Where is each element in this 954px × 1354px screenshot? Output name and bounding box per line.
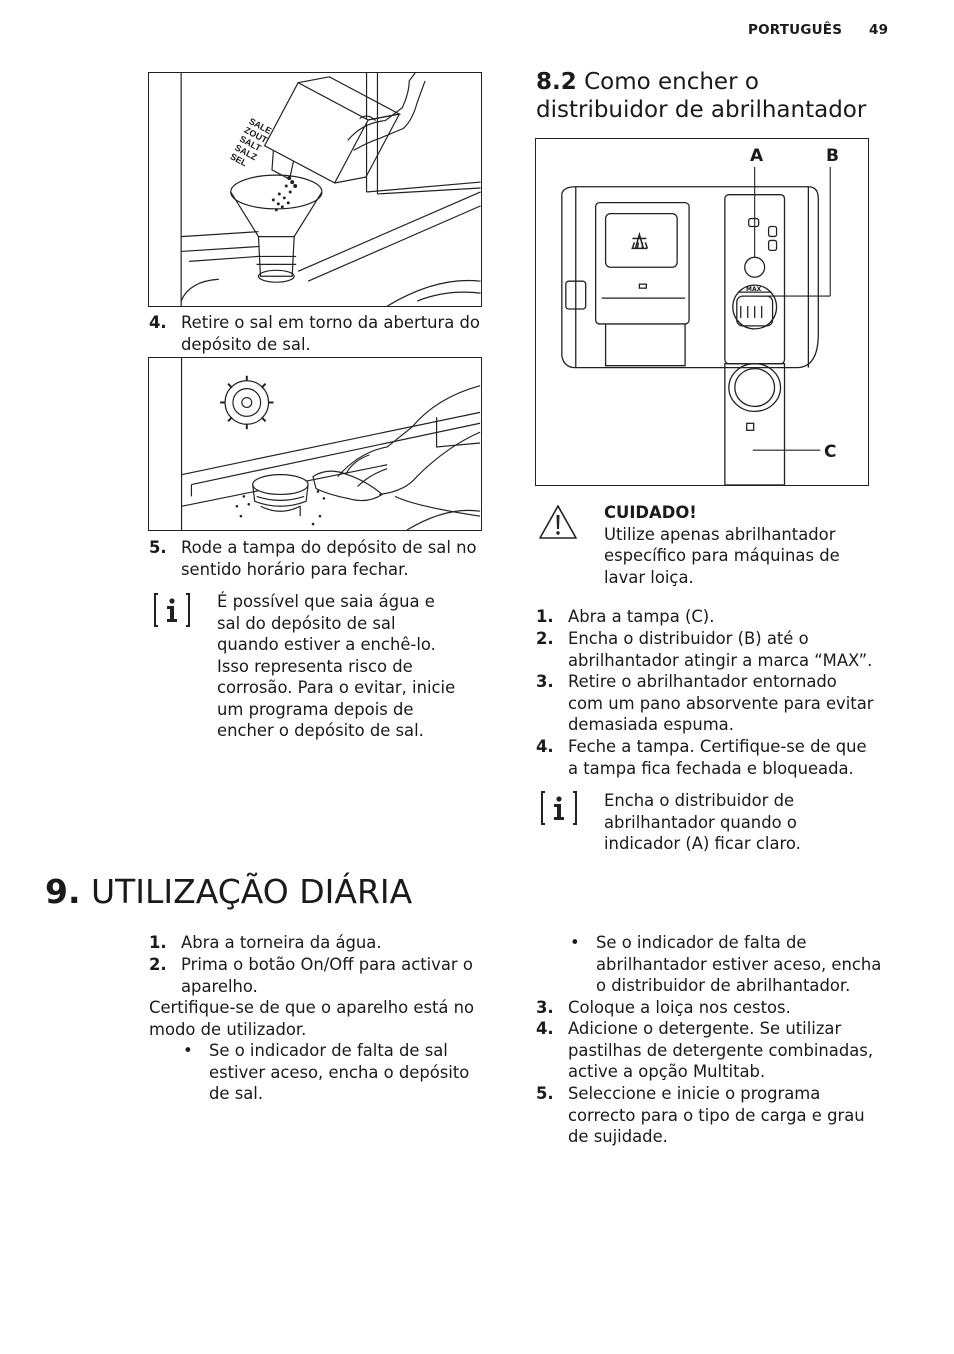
- section-heading: 8.2 Como encher o distribuidor de abrilh…: [536, 68, 916, 124]
- step-text-line: Rode a tampa do depósito de sal no: [181, 538, 477, 557]
- section-title-line: distribuidor de abrilhantador: [536, 97, 867, 123]
- paragraph-line: Certifique-se de que o aparelho está no: [149, 998, 475, 1017]
- step-text-line: correcto para o tipo de carga e grau: [568, 1105, 865, 1125]
- note-line: indicador (A) ficar claro.: [604, 834, 801, 853]
- right-step-4: 4. Feche a tampa. Certifique-se de que a…: [536, 736, 906, 779]
- bullet-mark: •: [570, 933, 580, 952]
- note-line: quando estiver a enchê-lo.: [217, 635, 436, 654]
- step-text-line: Abra a torneira da água.: [181, 933, 382, 952]
- note-line: encher o depósito de sal.: [217, 721, 424, 740]
- bullet-mark: •: [183, 1041, 193, 1060]
- step-text-line: Coloque a loiça nos cestos.: [568, 998, 791, 1017]
- label-c: C: [824, 442, 837, 462]
- caution-line: específico para máquinas de: [604, 546, 840, 565]
- left-step-4: 4. Retire o sal em torno da abertura do …: [149, 312, 499, 355]
- header-language: PORTUGUÊS: [748, 22, 843, 38]
- step-number: 1.: [149, 933, 167, 952]
- bullet-line: Se o indicador de falta de sal: [209, 1041, 448, 1060]
- note-line: sal do depósito de sal: [217, 613, 396, 633]
- note-line: Encha o distribuidor de: [604, 791, 795, 810]
- bullet-line: estiver aceso, encha o depósito: [209, 1062, 470, 1082]
- step-number: 2.: [149, 955, 167, 974]
- chapter-step-1: 1. Abra a torneira da água.: [149, 932, 499, 954]
- step-text-line: a tampa fica fechada e bloqueada.: [568, 758, 854, 778]
- step-text-line: Retire o sal em torno da abertura do: [181, 313, 480, 332]
- step-text-line: Adicione o detergente. Se utilizar: [568, 1019, 842, 1038]
- right-step-1: 1. Abra a tampa (C).: [536, 606, 906, 628]
- step-number: 3.: [536, 672, 554, 691]
- label-b: B: [826, 146, 839, 166]
- figure-rinse-aid-dispenser: A B C MAX: [535, 138, 869, 486]
- chapter-right-bullet: • Se o indicador de falta de abrilhantad…: [570, 932, 900, 997]
- step-text-line: aparelho.: [181, 976, 258, 996]
- caution-line: lavar loiça.: [604, 567, 694, 587]
- bullet-line: Se o indicador de falta de: [596, 933, 807, 952]
- caution-note: CUIDADO! Utilize apenas abrilhantador es…: [604, 502, 904, 588]
- left-info-note: É possível que saia água e sal do depósi…: [217, 591, 487, 742]
- chapter-step-5: 5. Seleccione e inicie o programa correc…: [536, 1083, 906, 1148]
- chapter-step-4: 4. Adicione o detergente. Se utilizar pa…: [536, 1018, 906, 1083]
- chapter-step-2: 2. Prima o botão On/Off para activar o a…: [149, 954, 499, 997]
- step-text-line: Seleccione e inicie o programa: [568, 1084, 821, 1103]
- step-number: 3.: [536, 998, 554, 1017]
- step-text-line: Retire o abrilhantador entornado: [568, 672, 837, 691]
- chapter-left-bullet: • Se o indicador de falta de sal estiver…: [183, 1040, 503, 1105]
- step-number: 5.: [149, 538, 167, 557]
- page-number: 49: [869, 22, 889, 38]
- bullet-line: abrilhantador estiver aceso, encha: [596, 954, 882, 974]
- step-text-line: Feche a tampa. Certifique-se de que: [568, 737, 867, 756]
- step-number: 4.: [149, 313, 167, 332]
- step-number: 5.: [536, 1084, 554, 1103]
- step-text-line: demasiada espuma.: [568, 715, 734, 734]
- step-text-line: Abra a tampa (C).: [568, 607, 715, 626]
- paragraph-line: modo de utilizador.: [149, 1019, 307, 1039]
- step-text-line: de sujidade.: [568, 1127, 668, 1146]
- right-info-note: Encha o distribuidor de abrilhantador qu…: [604, 790, 894, 855]
- caution-title: CUIDADO!: [604, 503, 697, 522]
- step-text-line: active a opção Multitab.: [568, 1062, 766, 1081]
- note-line: É possível que saia água e: [217, 592, 435, 611]
- right-step-3: 3. Retire o abrilhantador entornado com …: [536, 671, 906, 736]
- step-text-line: abrilhantador atingir a marca “MAX”.: [568, 650, 873, 670]
- figure-salt-pouring: SALE ZOUT SALT SALZ SEL: [148, 72, 482, 307]
- bullet-line: o distribuidor de abrilhantador.: [596, 976, 851, 995]
- chapter-number: 9.: [45, 872, 81, 911]
- step-text-line: Prima o botão On/Off para activar o: [181, 955, 473, 974]
- right-step-2: 2. Encha o distribuidor (B) até o abrilh…: [536, 628, 906, 671]
- step-number: 4.: [536, 1019, 554, 1038]
- note-line: um programa depois de: [217, 699, 414, 719]
- step-text-line: com um pano absorvente para evitar: [568, 693, 874, 713]
- step-number: 1.: [536, 607, 554, 626]
- figure-wipe-salt: [148, 357, 482, 531]
- step-text-line: Encha o distribuidor (B) até o: [568, 629, 809, 648]
- chapter-heading: 9. UTILIZAÇÃO DIÁRIA: [45, 872, 412, 912]
- label-max: MAX: [746, 286, 762, 293]
- section-number: 8.2: [536, 69, 577, 95]
- info-icon: [153, 592, 191, 628]
- note-line: Isso representa risco de: [217, 656, 413, 676]
- step-number: 4.: [536, 737, 554, 756]
- note-line: abrilhantador quando o: [604, 812, 797, 832]
- step-text-line: pastilhas de detergente combinadas,: [568, 1040, 874, 1060]
- step-number: 2.: [536, 629, 554, 648]
- note-line: corrosão. Para o evitar, inicie: [217, 678, 456, 697]
- warning-icon: [537, 503, 579, 541]
- bullet-line: de sal.: [209, 1084, 264, 1103]
- step-text-line: depósito de sal.: [181, 334, 311, 354]
- info-icon: [540, 790, 578, 826]
- chapter-paragraph: Certifique-se de que o aparelho está no …: [149, 997, 504, 1040]
- caution-line: Utilize apenas abrilhantador: [604, 524, 836, 544]
- chapter-title: UTILIZAÇÃO DIÁRIA: [91, 872, 413, 911]
- left-step-5: 5. Rode a tampa do depósito de sal no se…: [149, 537, 499, 580]
- chapter-step-3: 3. Coloque a loiça nos cestos.: [536, 997, 906, 1019]
- section-title-line: Como encher o: [584, 69, 759, 95]
- label-a: A: [750, 146, 764, 166]
- step-text-line: sentido horário para fechar.: [181, 559, 409, 579]
